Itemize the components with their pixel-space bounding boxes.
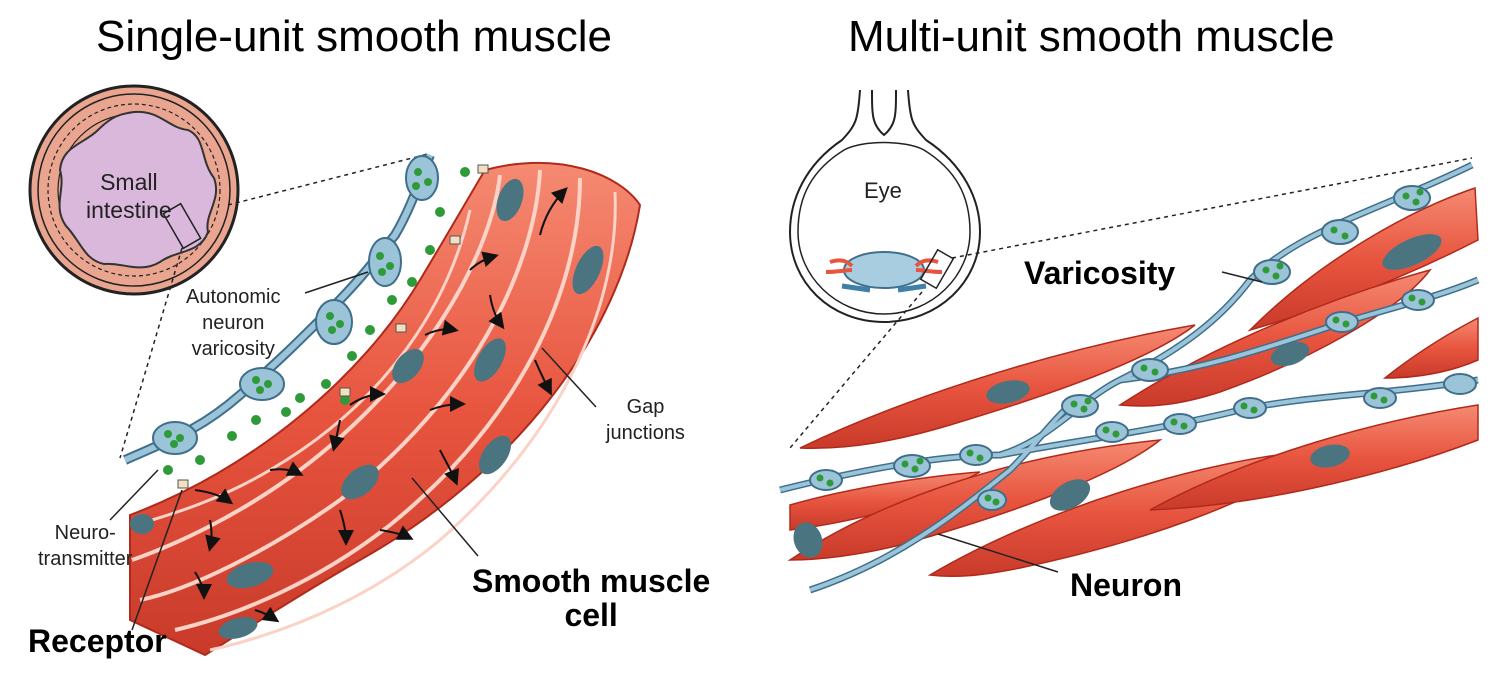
label-neurotransmitter: Neuro- transmitter [38,520,132,572]
neurons-multi [779,161,1480,594]
small-intestine-inset [28,84,240,296]
label-autonomic-neuron-varicosity: Autonomic neuron varicosity [186,284,281,362]
label-neuro-line1: Neuro- [54,522,116,544]
title-multi-unit: Multi-unit smooth muscle [848,12,1335,61]
label-gap-line1: Gap [626,396,665,418]
label-autonomic-line1: Autonomic [186,286,281,308]
label-autonomic-line3: varicosity [191,338,275,360]
muscle-sheet-single [129,161,642,657]
label-neuron: Neuron [1070,567,1182,603]
label-receptor: Receptor [28,623,167,659]
label-smc-line1: Smooth muscle [472,563,711,599]
label-varicosity: Varicosity [1024,255,1176,291]
label-small-intestine: Small intestine [86,168,172,224]
eye-inset [788,89,982,324]
label-smooth-muscle-cell: Smooth muscle cell [472,564,710,632]
muscle-cells-multi [787,186,1479,578]
label-eye: Eye [864,178,902,203]
label-gap-junctions: Gap junctions [606,394,685,446]
label-small-intestine-line2: intestine [86,197,172,223]
label-small-intestine-line1: Small [100,169,158,195]
label-neuro-line2: transmitter [38,548,133,570]
autonomic-neuron-single [122,153,489,489]
label-smc-line2: cell [564,597,618,633]
title-single-unit: Single-unit smooth muscle [96,12,613,61]
label-gap-line2: junctions [606,422,685,444]
label-autonomic-line2: neuron [202,312,265,334]
